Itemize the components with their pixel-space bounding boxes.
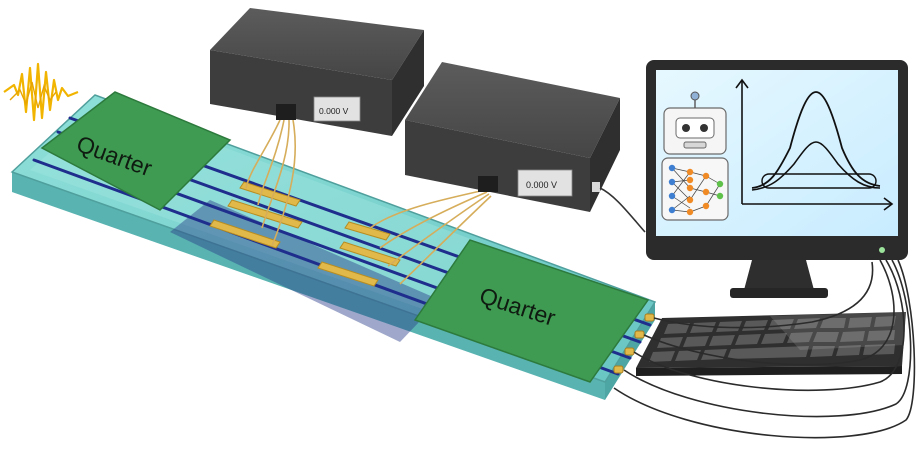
fiber-connectors	[613, 313, 655, 374]
quarter-plate-right: Quarter	[413, 239, 650, 383]
robot-icon	[663, 91, 727, 155]
voltmeter-1-port	[276, 104, 296, 120]
computer-cables	[613, 259, 916, 439]
voltmeter-1-display	[313, 96, 361, 122]
monitor-power-led	[879, 247, 885, 253]
keyboard-icon	[636, 312, 906, 376]
gold-electrodes	[209, 181, 401, 287]
neural-network-icon	[661, 157, 729, 221]
spectrum-plot-icon	[735, 78, 894, 211]
voltmeter-2-reading: 0.000 V	[526, 180, 557, 190]
voltmeter-1-reading: 0.000 V	[319, 106, 349, 116]
wires-right	[369, 189, 492, 285]
signal-wave-icon	[3, 62, 79, 122]
cable-voltmeter-monitor	[599, 187, 646, 233]
voltmeter-2-display	[517, 169, 573, 197]
voltmeter-2-port	[478, 176, 498, 192]
wires-left	[245, 119, 297, 247]
voltmeter-1: 0.000 V	[210, 8, 424, 136]
voltmeter-2: 0.000 V	[405, 62, 620, 212]
voltmeter-2-side-port	[592, 182, 600, 192]
